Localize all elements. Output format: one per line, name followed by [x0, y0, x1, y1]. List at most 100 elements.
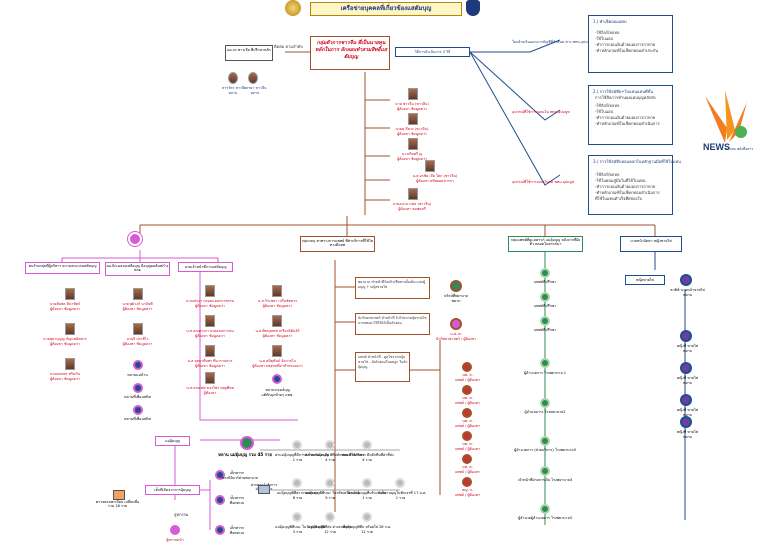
- b1-person-3-role: ผู้ต้องหา ซัมมูดคว่า: [50, 377, 80, 381]
- news-logo-icon: [705, 90, 747, 143]
- grid-8-count: 3 ราย: [292, 530, 303, 534]
- b3-person-4-name: น.ส.ศิขนุชเทส เกรียรติคันธิร์: [255, 329, 300, 333]
- chain-3-role: ผู้ต้องหา ซัมมูดคว่า: [397, 157, 427, 161]
- child-1-name: เด็กทารก: [229, 471, 245, 475]
- b5-item-5-label: ผู้อำนวยการ โรงพยาบาล2: [524, 410, 566, 414]
- child-2-name: เด็กทารก: [229, 496, 245, 500]
- left-person-1-role: หลาน: [228, 91, 238, 95]
- news-logo-text: NEWS: [703, 142, 730, 152]
- b1-person-2-role: ผู้ต้องหา ซัมมูดคว่า: [50, 342, 80, 346]
- method-link-1: โยกย้ายเงินออกจากบัญชีที่กำหนด ทาง พทบ.อ…: [512, 40, 593, 44]
- b3-person-8-name: หลานรถเมล์บุญ: [265, 388, 290, 392]
- left-person-1-photo: [228, 72, 238, 84]
- doctor-5-icon: [462, 454, 472, 464]
- grid-4-icon: [292, 478, 302, 488]
- b4-role-2-box: นักวิทยาศาสตร์ ทำหน้าที่ รับไข่จากหญิงขา…: [355, 313, 430, 335]
- b6-person-3-role: พยาบ: [683, 413, 692, 417]
- b2-person-2-name: นายจี ประติไร: [126, 337, 149, 341]
- grid-9-icon: [325, 512, 335, 522]
- b6-person-4-role: พยาบ: [683, 435, 692, 439]
- doctor-2-icon: [462, 385, 472, 395]
- page-title: เครือข่ายบุคคลที่เกี่ยวข้องแสตัมบุญ: [310, 2, 462, 16]
- grid-10-count: 11 ราย: [361, 530, 373, 534]
- doctor-6-role: แพทย์ / ผู้ต้องหา: [454, 493, 481, 497]
- doctor-4-icon: [462, 431, 472, 441]
- doctor-2-name: นพ. ต.: [462, 396, 473, 400]
- b2-person-2-role: ผู้ต้องหา ซัมมูดคว่า: [122, 342, 153, 346]
- chain-3-photo: [408, 138, 418, 150]
- b2-person-1-name: นายวุฒิวงก์ นาจันที: [122, 302, 153, 306]
- b1-person-1-name: นายสัคพล สินาทัตก์: [49, 302, 81, 306]
- child-1-role: ทรงนิยิบวร์ฝ่ายพยาบาล: [222, 476, 259, 480]
- b6-person-1-role: พยาบ: [683, 349, 692, 353]
- b4-nurse-name: ปรักษ์ที่พยาบาล: [443, 294, 469, 298]
- b6-lead-icon: [680, 274, 692, 286]
- grid-5-count: 9 ราย: [325, 496, 335, 500]
- b3-person-2-photo: [272, 285, 282, 297]
- grid-3-label: ทอดที่ให้บริการ มีหลักทีบที่ค่าที่ส่ง: [342, 453, 394, 457]
- doctor-4-name: นพ. ห.: [462, 442, 473, 446]
- b6-person-2-name: หญิงที่ ขายไข่: [676, 376, 699, 380]
- b3-person-2-role: ผู้ต้องหา ซัมมูดคว่า: [262, 304, 293, 308]
- b4-nurse-role: พยาบ: [451, 299, 461, 303]
- b1-person-3-photo: [65, 358, 75, 370]
- child-3-name: เด็กทารก: [229, 526, 245, 530]
- branch-1-box: คนร้ายกลุ่มที่ผู้บริหาร ความสะดวกแสตัมบุ…: [25, 262, 100, 274]
- b4-scientist-name: น.ส. ศ.: [450, 332, 462, 336]
- b1-person-3-name: นายดอกพร ทริบภิน: [49, 372, 81, 376]
- screen-icon: [258, 485, 270, 494]
- b3-person-7-role: ผู้ต้องหา: [203, 391, 217, 395]
- grid-1-label: ค่าแม่อุ้มบุญที่มีการส่งโทรรับมาเจีย: [275, 453, 330, 457]
- children-box: เด็กที่เกิดจากการอุ้มบุญ: [145, 485, 200, 495]
- chain-5-photo: [408, 188, 418, 200]
- doctor-1-role: แพทย์ / ผู้ต้องหา: [454, 378, 481, 382]
- methods-bar: วิธีการดำเนินการ 3 วิธี: [395, 47, 470, 57]
- doctor-4-role: แพทย์ / ผู้ต้องหา: [454, 447, 481, 451]
- network-hub-icon: [128, 232, 142, 246]
- doctor-1-name: นพ. ล.: [462, 373, 473, 377]
- b2-person-3-icon: [133, 360, 143, 370]
- doctor-3-icon: [462, 408, 472, 418]
- chain-4-name: น.ส.อรชัย เจีย โสก (ชาวจีน): [412, 174, 458, 178]
- grid-10-label: แม่อุ้มบุญพิทีบ สร้อยใส่ 28 ก.ย.: [342, 525, 392, 529]
- grid-2-label: หลานแม่อุ้มบุญ พิทีหลักพทบ ผ่านรับส่ง: [305, 453, 365, 457]
- b3-person-6-role: ผู้ต้องหา ทงสุบนที่ม่าสำหรองคว่า: [252, 364, 303, 368]
- b6-lead-role: พยาบ: [683, 293, 692, 297]
- doctor-1-icon: [462, 362, 472, 372]
- b3-person-2-name: น.ส.วิระชยา เปรือซ์ทหวร: [257, 299, 298, 303]
- doctor-6-icon: [462, 477, 472, 487]
- b6-person-4-icon: [680, 416, 692, 428]
- clinic-label: ตรวจสอบทะเบียน เปลี่ยนชื่อ รวม 16 ราย: [95, 500, 140, 509]
- grid-1-count: 1 ราย: [292, 458, 303, 462]
- header-right-emblem: [466, 0, 480, 16]
- b4-role-1-box: พยาบาล ทำหน้าที่รับปกิร/ซีททรงมิ้อเด็ค แ…: [355, 277, 430, 299]
- chain-1-role: ผู้ต้องหา ซัมมูดคว่า: [397, 107, 427, 111]
- b3-person-5-role: ผู้ต้องหา ซัมมูดคว่า: [195, 364, 225, 368]
- method-3-box: 3.) การใช้สมัทีบหลมคลกในหลักฐานมือที่ใช้…: [588, 155, 681, 215]
- grid-10-icon: [362, 512, 372, 522]
- grid-4-count: 6 ราย: [292, 496, 303, 500]
- chain-2-name: นายสุ ลีฮวง (ชาวจีน): [395, 127, 429, 131]
- b2-person-3-name: หลานแม่บ้าน: [127, 373, 148, 377]
- b2-person-4-icon: [133, 383, 143, 393]
- surrogate-group-icon: [240, 436, 254, 450]
- b2-person-2-photo: [133, 323, 143, 335]
- grid-4-label: แม่อุ้มบุญพิทีส่ง ทาคลด ค่า: [276, 491, 319, 495]
- b5-item-2-icon: [540, 292, 550, 302]
- grid-7-label: ยังหลานบุญในพิกเจรที่ 17 ม.ค.: [378, 491, 427, 495]
- left-person-2-name: ภรรยา ชาวจีน: [244, 86, 267, 90]
- chain-2-role: ผู้ต้องหา ซัมมูดคว่า: [397, 132, 427, 136]
- chain-1-name: นาย ชาวจีน (ชาวจีน): [395, 102, 429, 106]
- b5-item-7-label: เจ้าหน้าที่ฝ่ายการเงิน โรงพยาบาล3: [517, 478, 573, 482]
- doctor-5-name: นพ. ค.: [462, 465, 473, 469]
- left-person-2-photo: [248, 72, 258, 84]
- b5-item-2-label: แพทย์ที่ปรึกษา: [533, 304, 557, 308]
- b3-person-4-role: ผู้ต้องหา ซัมมูดคว่า: [262, 334, 293, 338]
- b6-person-1-icon: [680, 330, 692, 342]
- b3-person-7-name: น.ส.ลวยเทพ ขจงไพร ฤทุยุทีทย: [186, 386, 234, 390]
- b5-item-1-icon: [540, 268, 550, 278]
- b1-person-1-photo: [65, 288, 75, 300]
- b3-person-6-photo: [272, 345, 282, 357]
- grid-2-icon: [325, 440, 335, 450]
- b5-item-3-icon: [540, 316, 550, 326]
